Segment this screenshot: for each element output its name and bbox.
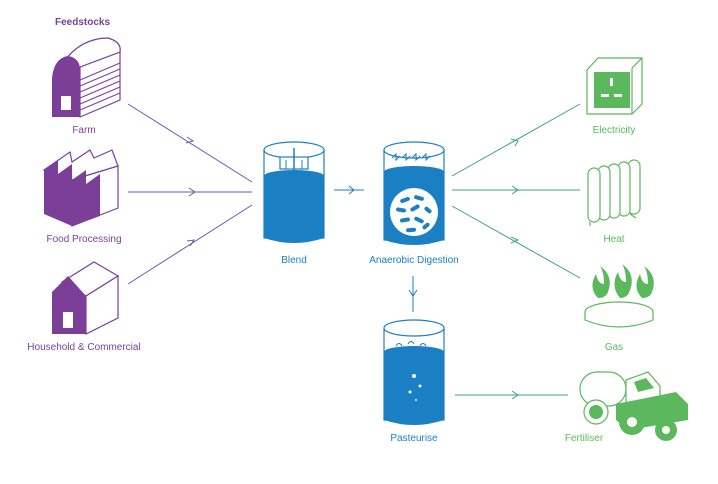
label-household-commercial: Household & Commercial bbox=[27, 342, 141, 353]
connector-farm-blend bbox=[127, 103, 253, 183]
diagram-title: Feedstocks bbox=[55, 17, 111, 28]
factory-icon bbox=[42, 149, 119, 227]
label-food-processing: Food Processing bbox=[46, 234, 122, 245]
radiator-icon bbox=[587, 159, 641, 226]
label-farm: Farm bbox=[72, 125, 96, 136]
connector-digestion-gas bbox=[451, 205, 581, 279]
label-gas: Gas bbox=[604, 342, 624, 353]
pasteurise-tank-icon bbox=[383, 319, 445, 425]
tractor-icon bbox=[579, 371, 688, 441]
label-pasteurise: Pasteurise bbox=[390, 433, 438, 444]
power-socket-icon bbox=[586, 57, 643, 115]
label-heat: Heat bbox=[603, 234, 625, 245]
label-anaerobic-digestion: Anaerobic Digestion bbox=[369, 255, 459, 266]
feedstock-connectors bbox=[127, 103, 253, 285]
connector-household-blend bbox=[127, 204, 253, 285]
label-electricity: Electricity bbox=[592, 125, 636, 136]
barn-icon bbox=[52, 37, 121, 118]
digestion-tank-icon bbox=[383, 141, 445, 245]
output-connectors bbox=[451, 103, 581, 400]
gas-flame-icon bbox=[584, 264, 654, 328]
label-blend: Blend bbox=[281, 255, 307, 266]
process-connectors bbox=[334, 185, 418, 312]
label-fertiliser: Fertiliser bbox=[564, 433, 604, 444]
house-icon bbox=[52, 261, 120, 335]
blend-tank-icon bbox=[263, 141, 325, 243]
